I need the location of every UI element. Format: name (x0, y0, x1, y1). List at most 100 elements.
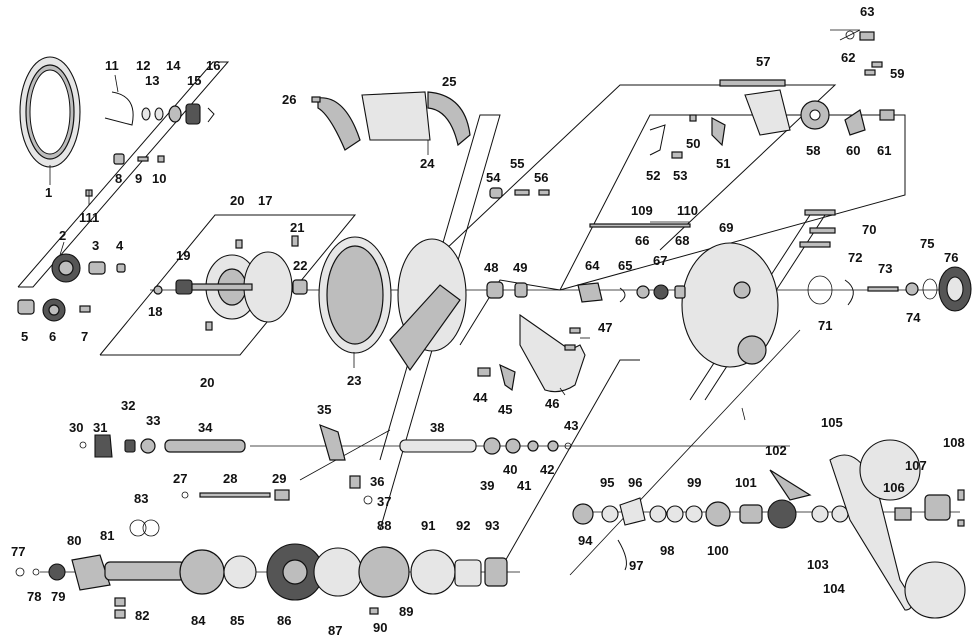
part-label-56: 56 (534, 170, 548, 185)
part-label-11: 11 (105, 58, 119, 73)
part-label-104: 104 (823, 581, 845, 596)
part-label-79: 79 (51, 589, 65, 604)
part-label-2: 2 (59, 228, 66, 243)
part-label-107: 107 (905, 458, 927, 473)
top-bracket-parts (311, 91, 471, 151)
part-label-35: 35 (317, 402, 331, 417)
part-label-40: 40 (503, 462, 517, 477)
part-label-36: 36 (370, 474, 384, 489)
brake-plate-parts (477, 313, 586, 393)
part-label-48: 48 (484, 260, 498, 275)
part-label-1: 1 (45, 185, 52, 200)
part-label-30: 30 (69, 420, 83, 435)
part-label-27: 27 (173, 471, 187, 486)
part-label-63: 63 (860, 4, 874, 19)
part-label-17: 17 (258, 193, 272, 208)
part-label-89: 89 (399, 604, 413, 619)
part-label-57: 57 (756, 54, 770, 69)
part-label-64: 64 (585, 258, 600, 273)
drive-gear-parts (15, 519, 508, 619)
part-label-85: 85 (230, 613, 244, 628)
part-label-59: 59 (890, 66, 904, 81)
part-label-3: 3 (92, 238, 99, 253)
part-label-51: 51 (716, 156, 730, 171)
part-label-73: 73 (878, 261, 892, 276)
part-label-25: 25 (442, 74, 456, 89)
part-label-88: 88 (377, 518, 391, 533)
part-label-50: 50 (686, 136, 700, 151)
part-label-12: 12 (136, 58, 150, 73)
handle-drag-parts (572, 439, 966, 619)
part-label-80: 80 (67, 533, 81, 548)
part-label-26: 26 (282, 92, 296, 107)
part-label-37: 37 (377, 494, 391, 509)
part-label-33: 33 (146, 413, 160, 428)
part-label-34: 34 (198, 420, 213, 435)
part-label-9: 9 (135, 171, 142, 186)
spool-assembly (153, 235, 308, 331)
part-label-61: 61 (877, 143, 891, 158)
part-label-45: 45 (498, 402, 512, 417)
top-right-parts (649, 30, 895, 159)
part-label-44: 44 (473, 390, 488, 405)
frame-body (318, 236, 467, 372)
part-label-83: 83 (134, 491, 148, 506)
part-label-74: 74 (906, 310, 921, 325)
part-label-32: 32 (121, 398, 135, 413)
part-label-38: 38 (430, 420, 444, 435)
part-label-20-bottom: 20 (200, 375, 214, 390)
part-label-94: 94 (578, 533, 593, 548)
part-label-72: 72 (848, 250, 862, 265)
gear-group-left (17, 253, 126, 322)
part-label-42: 42 (540, 462, 554, 477)
part-label-110: 110 (677, 203, 698, 218)
part-label-53: 53 (673, 168, 687, 183)
part-label-75: 75 (920, 236, 934, 251)
part-label-5: 5 (21, 329, 28, 344)
part-label-81: 81 (100, 528, 114, 543)
part-label-70: 70 (862, 222, 876, 237)
right-side-plate (577, 209, 972, 368)
part-label-92: 92 (456, 518, 470, 533)
part-label-54: 54 (486, 170, 501, 185)
part-label-22: 22 (293, 258, 307, 273)
part-label-109: 109 (631, 203, 653, 218)
part-label-100: 100 (707, 543, 729, 558)
part-label-77: 77 (11, 544, 25, 559)
part-label-58: 58 (806, 143, 820, 158)
part-label-95: 95 (600, 475, 614, 490)
part-label-108: 108 (943, 435, 965, 450)
part-label-102: 102 (765, 443, 787, 458)
part-label-84: 84 (191, 613, 206, 628)
part-label-7: 7 (81, 329, 88, 344)
part-label-111: 111 (79, 210, 99, 225)
part-label-93: 93 (485, 518, 499, 533)
part-label-52: 52 (646, 168, 660, 183)
part-label-6: 6 (49, 329, 56, 344)
part-label-47: 47 (598, 320, 612, 335)
part-label-43: 43 (564, 418, 578, 433)
part-label-20-top: 20 (230, 193, 244, 208)
part-label-4: 4 (116, 238, 124, 253)
part-label-8: 8 (115, 171, 122, 186)
part-label-99: 99 (687, 475, 701, 490)
part-label-67: 67 (653, 253, 667, 268)
part-label-86: 86 (277, 613, 291, 628)
part-label-82: 82 (135, 608, 149, 623)
part-label-16: 16 (206, 58, 220, 73)
part-label-69: 69 (719, 220, 733, 235)
side-plate-ring (19, 56, 81, 168)
part-label-29: 29 (272, 471, 286, 486)
part-label-21: 21 (290, 220, 304, 235)
part-label-15: 15 (187, 73, 201, 88)
part-label-105: 105 (821, 415, 843, 430)
part-label-68: 68 (675, 233, 689, 248)
part-label-98: 98 (660, 543, 674, 558)
part-label-24: 24 (420, 156, 435, 171)
part-label-19: 19 (176, 248, 190, 263)
part-label-106: 106 (883, 480, 905, 495)
part-label-66: 66 (635, 233, 649, 248)
part-label-96: 96 (628, 475, 642, 490)
part-label-10: 10 (152, 171, 166, 186)
small-parts-top-left (85, 103, 215, 197)
